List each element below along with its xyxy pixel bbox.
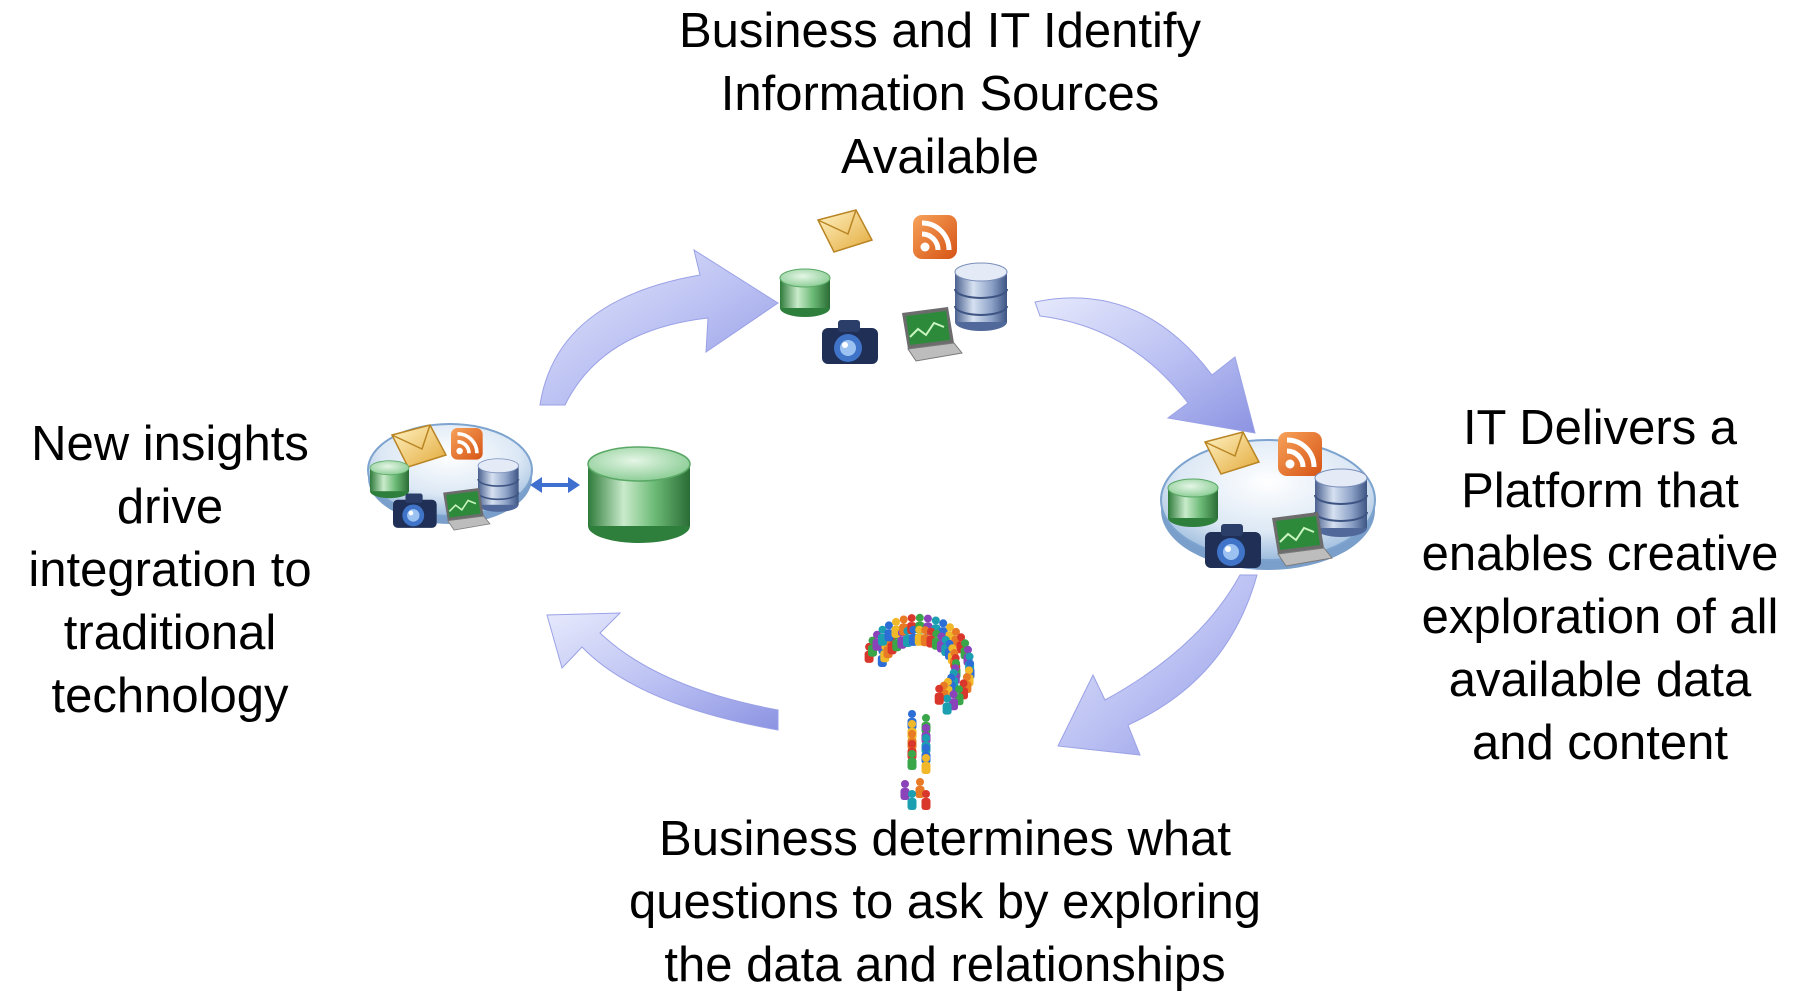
person-figure (884, 621, 893, 630)
person-figure (908, 740, 916, 748)
label-line: the data and relationships (664, 938, 1226, 992)
label-line: and content (1471, 716, 1729, 770)
label-line: enables creative (1421, 527, 1779, 581)
person-figure (916, 778, 924, 786)
person-figure (934, 692, 944, 705)
platform-left (367, 423, 533, 531)
person-figure (952, 627, 960, 636)
question-mark-crowd-icon (864, 613, 975, 810)
person-figure (964, 645, 972, 654)
person-figure (908, 730, 916, 738)
label-line: Business and IT Identify (678, 4, 1202, 58)
database-icon (369, 460, 410, 499)
person-figure (922, 714, 930, 722)
database-icon (954, 262, 1008, 332)
label-line: Available (841, 130, 1039, 184)
person-figure (922, 744, 930, 752)
person-figure (899, 615, 908, 624)
traditional-database-icon (587, 446, 691, 543)
label-line: integration to (28, 543, 312, 597)
person-figure (966, 659, 974, 668)
rss-icon (913, 215, 957, 259)
person-figure (908, 710, 916, 718)
person-figure (908, 720, 916, 728)
person-figure (939, 619, 948, 628)
person-figure (949, 690, 958, 699)
person-figure (921, 798, 931, 810)
database-icon (477, 457, 520, 513)
label-new-insights: New insights drive integration to tradit… (0, 413, 340, 728)
rss-icon (1278, 432, 1322, 476)
cycle-arrow-bottom-to-left (546, 612, 779, 731)
label-line: available data (1448, 653, 1752, 707)
person-figure (962, 673, 971, 682)
person-figure (922, 754, 930, 762)
person-figure (922, 734, 930, 742)
person-figure (915, 613, 924, 622)
label-business-determines-questions: Business determines what questions to as… (530, 808, 1360, 997)
cycle-arrow-top-to-right (1034, 297, 1256, 434)
person-figure (922, 790, 930, 798)
cycle-arrow-right-to-bottom (1057, 574, 1258, 756)
person-figure (946, 623, 954, 632)
person-figure (942, 702, 952, 715)
camera-icon (822, 320, 878, 364)
cycle-arrow-left-to-top (539, 248, 779, 406)
person-figure (931, 616, 940, 625)
label-line: traditional (63, 606, 277, 660)
bidirectional-link-icon (530, 477, 580, 493)
label-line: Information Sources (720, 67, 1160, 121)
laptop-icon (901, 306, 963, 362)
person-figure (935, 684, 944, 693)
label-line: Business determines what (659, 812, 1231, 866)
person-figure (891, 625, 901, 638)
person-figure (900, 788, 910, 800)
person-figure (922, 724, 930, 732)
envelope-icon (817, 209, 873, 253)
person-figure (965, 666, 973, 675)
person-figure (907, 614, 916, 623)
person-figure (959, 679, 968, 688)
person-figure (957, 633, 966, 642)
database-icon (779, 268, 831, 318)
label-line: New insights (31, 417, 309, 471)
person-figure (908, 790, 916, 798)
label-line: exploration of all (1421, 590, 1779, 644)
label-identify-sources: Business and IT Identify Information Sou… (540, 0, 1340, 189)
person-figure (955, 685, 963, 694)
person-figure (884, 629, 894, 642)
platform-right (1160, 432, 1376, 570)
person-figure (915, 625, 924, 634)
person-figure (921, 762, 931, 774)
label-line: drive (116, 480, 224, 534)
person-figure (907, 798, 917, 810)
person-figure (901, 780, 909, 788)
person-figure (961, 639, 970, 648)
person-figure (923, 614, 932, 623)
label-line: technology (51, 669, 289, 723)
person-figure (907, 758, 917, 770)
top-sources-cluster (779, 209, 1008, 364)
database-icon (1167, 478, 1219, 528)
person-figure (892, 617, 900, 626)
label-line: IT Delivers a (1462, 401, 1738, 455)
label-it-delivers-platform: IT Delivers a Platform that enables crea… (1380, 397, 1820, 775)
database-icon (1314, 468, 1368, 538)
rss-icon (449, 426, 485, 462)
person-figure (965, 652, 974, 661)
label-line: Platform that (1461, 464, 1739, 518)
person-figure (943, 694, 952, 703)
person-figure (908, 750, 916, 758)
label-line: questions to ask by exploring (629, 875, 1261, 929)
